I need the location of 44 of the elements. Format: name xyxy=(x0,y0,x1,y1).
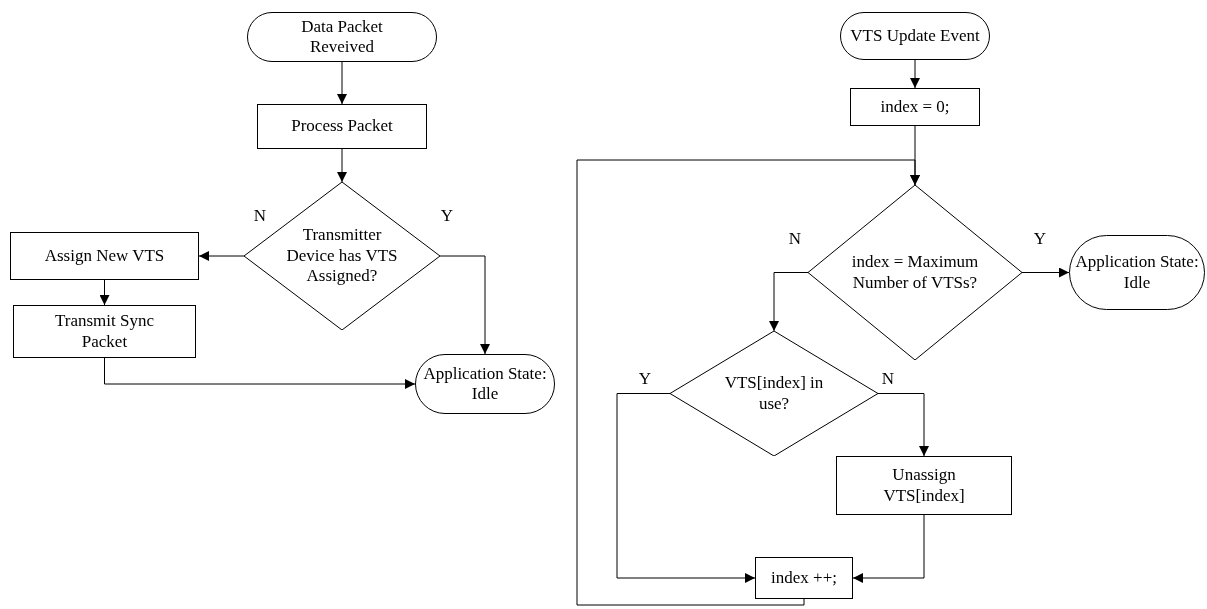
process-box xyxy=(755,557,853,599)
terminal-shape xyxy=(840,12,990,60)
connector-arrow xyxy=(910,59,920,89)
connector-arrow xyxy=(576,159,920,606)
process-box xyxy=(850,88,980,126)
node-text: Data Packet Reveived xyxy=(300,16,384,58)
decision-diamond xyxy=(808,185,1022,360)
edge-label: Y xyxy=(440,206,454,224)
process-box xyxy=(836,456,1012,515)
node-text: Application State: Idle xyxy=(1074,252,1200,293)
terminal-shape xyxy=(415,354,555,414)
connector-arrow xyxy=(877,393,929,457)
node-text: VTS Update Event xyxy=(849,25,981,47)
edge-label: N xyxy=(881,369,895,387)
node-text: index = Maximum Number of VTSs? xyxy=(850,252,980,293)
connector-arrow xyxy=(337,61,347,105)
node-text: Transmit Sync Packet xyxy=(54,311,155,352)
edge-label: Y xyxy=(1033,229,1047,247)
connector-arrow xyxy=(616,393,756,583)
connector-arrow xyxy=(198,251,245,261)
connector-arrow xyxy=(1021,267,1070,278)
process-box xyxy=(13,305,196,358)
connector-arrow xyxy=(769,272,809,332)
connector-arrow xyxy=(337,148,347,183)
connector-arrow xyxy=(852,514,925,583)
node-text: index ++; xyxy=(770,567,838,589)
connector-arrow xyxy=(99,279,110,306)
decision-diamond xyxy=(670,331,878,456)
edge-label: Y xyxy=(638,369,652,387)
edge-label: N xyxy=(253,206,267,224)
decision-diamond xyxy=(244,182,440,330)
process-box xyxy=(257,104,427,149)
process-box xyxy=(10,232,199,280)
node-text: Application State: Idle xyxy=(422,363,548,405)
edge-label: N xyxy=(788,229,802,247)
node-text: Assign New VTS xyxy=(43,245,166,267)
node-text: Process Packet xyxy=(290,116,394,137)
node-text: VTS[index] in use? xyxy=(723,373,825,414)
node-text: Transmitter Device has VTS Assigned? xyxy=(285,225,399,287)
node-text: index = 0; xyxy=(879,96,951,118)
connector-arrow xyxy=(439,255,490,355)
connector-arrow xyxy=(104,357,416,389)
node-text: Unassign VTS[index] xyxy=(882,465,966,506)
terminal-shape xyxy=(247,12,437,62)
